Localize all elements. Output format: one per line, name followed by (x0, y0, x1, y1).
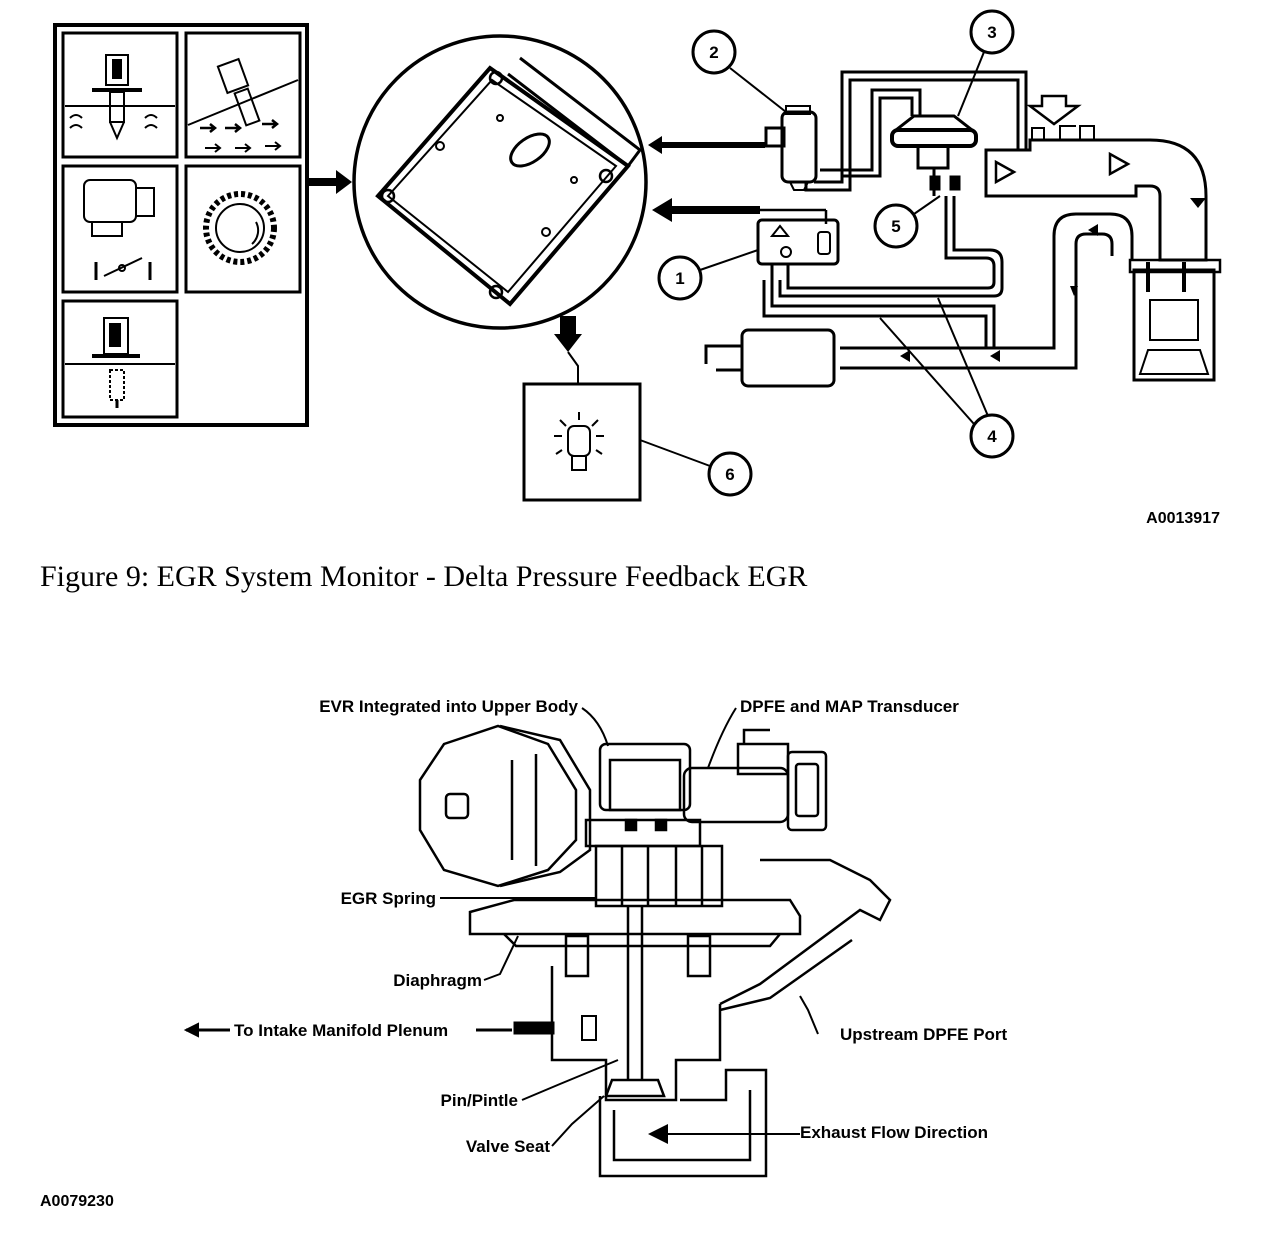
vacuum-hoses (804, 70, 1028, 192)
engine-cylinder-icon (1128, 258, 1222, 382)
exhaust-pipe-icon (840, 212, 1134, 370)
evr-solenoid-icon (764, 105, 818, 191)
callout-4: 4 (879, 297, 1015, 459)
pcm-module-icon (352, 34, 648, 330)
svg-text:5: 5 (891, 217, 900, 236)
dpfe-sensor-icon (756, 218, 840, 280)
dpfe-map-transducer (682, 728, 828, 832)
intake-manifold-icon (984, 94, 1208, 262)
svg-text:1: 1 (675, 269, 684, 288)
malfunction-indicator-lamp-icon (522, 382, 642, 502)
egr-valve-body (468, 844, 892, 1102)
svg-text:6: 6 (725, 465, 734, 484)
label-evr: EVR Integrated into Upper Body (319, 697, 578, 716)
svg-text:2: 2 (709, 43, 718, 62)
egr-valve-icon (890, 114, 978, 196)
label-upstream-port: Upstream DPFE Port (840, 1025, 1008, 1044)
crankshaft-sensor-ring-icon (203, 191, 277, 265)
pintle-stem (604, 906, 666, 1098)
label-dpfe-map: DPFE and MAP Transducer (740, 697, 959, 716)
egr-actuator-housing (418, 724, 592, 888)
pcm-to-mil-arrow (554, 316, 582, 352)
label-egr-spring: EGR Spring (341, 889, 436, 908)
callout-2: 2 (691, 29, 787, 113)
exhaust-lower-housing (598, 1068, 768, 1178)
dpfe-to-pcm-arrow (652, 198, 760, 222)
intake-air-temp-sensor-icon (65, 317, 175, 408)
throttle-position-sensor-icon (83, 179, 155, 280)
label-exhaust-flow: Exhaust Flow Direction (800, 1123, 988, 1142)
callout-3: 3 (957, 9, 1015, 117)
label-diaphragm: Diaphragm (393, 971, 482, 990)
mass-airflow-sensor-icon (187, 57, 299, 153)
label-leader-lines (183, 707, 819, 1147)
callout-1: 1 (657, 249, 759, 301)
muffler-icon (704, 328, 836, 388)
pcm-to-evr-arrow (648, 136, 765, 154)
intake-port-fitting (513, 1015, 597, 1041)
label-intake-manifold: To Intake Manifold Plenum (234, 1021, 448, 1040)
figure-2-ref-code: A0079230 (40, 1193, 114, 1210)
svg-text:3: 3 (987, 23, 996, 42)
svg-text:4: 4 (987, 427, 997, 446)
label-valve-seat: Valve Seat (466, 1137, 550, 1156)
coolant-temp-sensor-icon (65, 54, 175, 141)
dpfe-hoses (762, 196, 1004, 348)
callout-5: 5 (873, 195, 941, 249)
callout-6: 6 (639, 439, 753, 497)
figure-caption: Figure 9: EGR System Monitor - Delta Pre… (40, 560, 808, 593)
figure-2-egr-valve-cutaway: EVR Integrated into Upper Body DPFE and … (40, 697, 1008, 1210)
figure-1-ref-code: A0013917 (1146, 510, 1220, 527)
figure-1-system-diagram: 1 2 3 4 5 6 A0013917 (53, 9, 1222, 527)
sensor-to-pcm-arrow (307, 170, 352, 194)
label-pin-pintle: Pin/Pintle (441, 1091, 518, 1110)
sensor-panel (53, 23, 309, 427)
